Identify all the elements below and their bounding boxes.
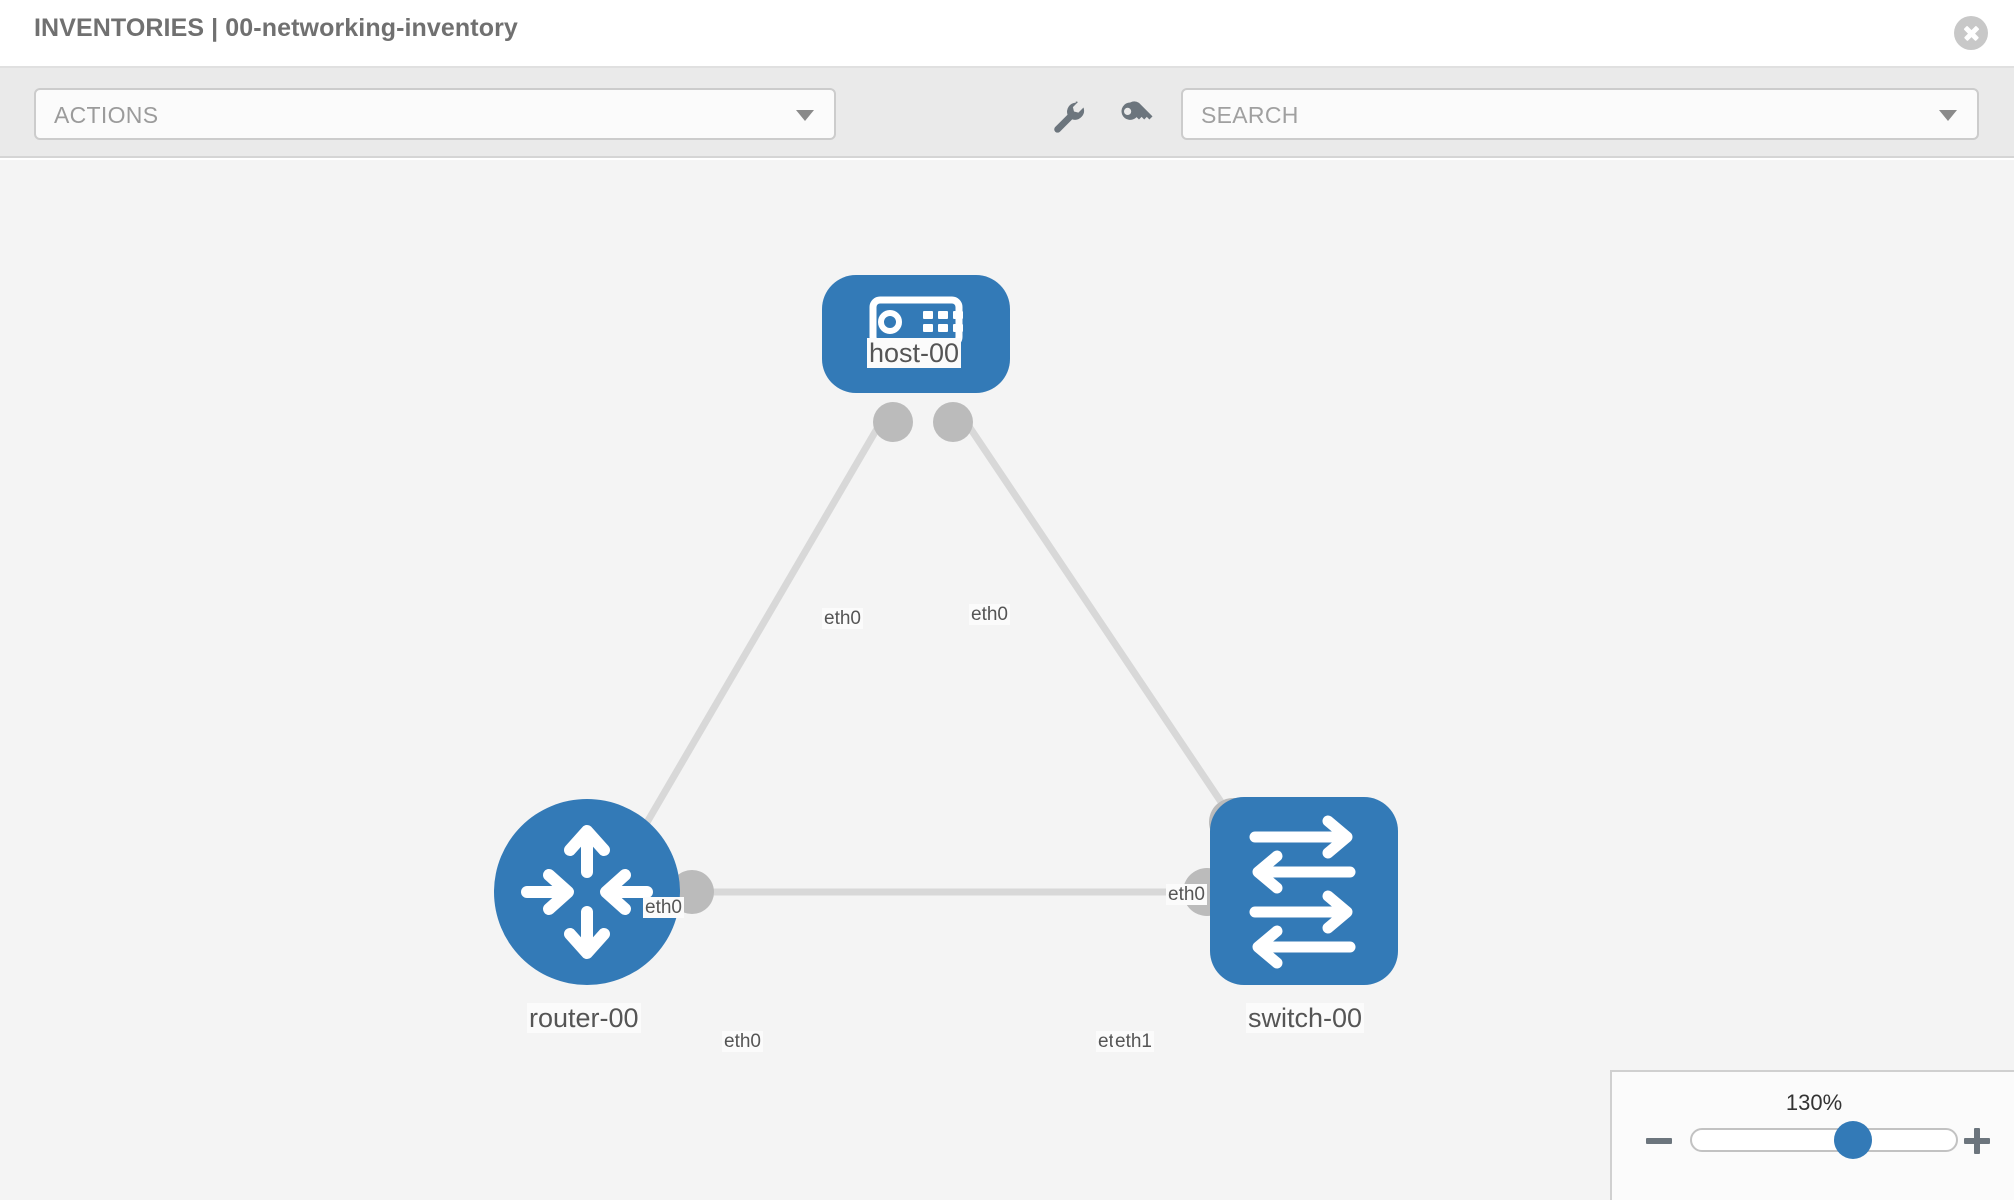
page-title: INVENTORIES | 00-networking-inventory — [34, 14, 518, 42]
router-arrows-icon — [521, 825, 653, 959]
server-icon-dots — [923, 311, 963, 332]
search-placeholder: SEARCH — [1201, 102, 1299, 128]
close-icon[interactable] — [1954, 16, 1988, 50]
node-router-00 — [494, 799, 680, 985]
key-icon[interactable] — [1115, 96, 1155, 136]
zoom-level-label: 130% — [1785, 1090, 1843, 1115]
connector-host-left — [873, 402, 913, 442]
zoom-slider-thumb[interactable] — [1833, 1121, 1872, 1159]
node-label-router-00: router-00 — [527, 1003, 641, 1034]
chevron-down-icon — [1939, 110, 1957, 121]
chevron-down-icon — [796, 110, 814, 121]
edge-label-host-right-eth0: eth0 — [969, 604, 1010, 626]
node-switch-00 — [1210, 797, 1398, 985]
search-input[interactable]: SEARCH — [1181, 88, 1979, 140]
actions-dropdown[interactable]: ACTIONS — [34, 88, 836, 140]
node-label-host-00: host-00 — [867, 338, 962, 369]
plus-icon[interactable] — [1962, 1126, 1992, 1156]
node-label-switch-00: switch-00 — [1246, 1003, 1365, 1034]
link-host-switch — [957, 411, 1263, 862]
edge-label-switch-up-eth0: eth0 — [1166, 884, 1207, 906]
node-host-00 — [822, 275, 1010, 393]
edge-label-switch-left-eth1: eth1 — [1113, 1031, 1154, 1053]
actions-dropdown-label: ACTIONS — [54, 102, 159, 128]
zoom-control: 130% — [1610, 1070, 2014, 1200]
wrench-icon[interactable] — [1047, 96, 1087, 136]
switch-arrows-icon — [1249, 815, 1356, 969]
zoom-slider[interactable] — [1690, 1121, 1958, 1159]
edge-label-router-right-eth0: eth0 — [722, 1031, 763, 1053]
edge-label-router-up-eth0: eth0 — [643, 897, 684, 919]
topology-canvas[interactable]: host-00 router-00 switch-00 eth0 eth0 et… — [0, 160, 2014, 1200]
topology-graph — [494, 275, 1398, 985]
page-header: INVENTORIES | 00-networking-inventory — [0, 0, 2014, 68]
topology-links — [621, 411, 1263, 896]
edge-label-host-left-eth0: eth0 — [822, 608, 863, 630]
minus-icon[interactable] — [1644, 1126, 1674, 1156]
topology-connectors — [670, 402, 1257, 916]
connector-host-right — [933, 402, 973, 442]
toolbar: ACTIONS SEARCH — [0, 68, 2014, 158]
link-host-router — [621, 413, 889, 862]
